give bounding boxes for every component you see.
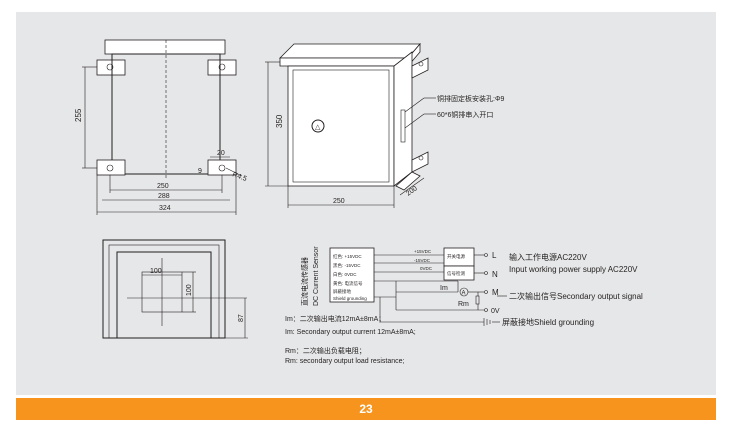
sensor-pin-3: 白色: 0VDC [333, 271, 357, 278]
front-dim-288: 288 [158, 193, 170, 200]
power-label-minus15: -15VDC [414, 258, 431, 263]
front-dim-hole: 9 [198, 168, 202, 175]
page-number: 23 [359, 402, 373, 416]
section-dim-bottom: 87 [238, 314, 245, 322]
power-label-plus15: +15VDC [414, 249, 432, 254]
terminal-0V: 0V [491, 308, 500, 315]
iso-label-busbar-entry: 60*6铜排串入开口 [437, 110, 493, 119]
front-dim-324: 324 [159, 205, 171, 212]
iso-dim-width: 250 [333, 198, 345, 205]
terminal-Rm: Rm [458, 301, 469, 308]
front-view: 255 20 9 R4.5 250 288 324 [74, 39, 248, 215]
iso-dim-height: 350 [275, 114, 284, 128]
sensor-pin-1: 红色: +15VDC [333, 253, 362, 259]
sensor-pin-5: 屏蔽接地 [333, 288, 351, 295]
legend-output-signal: 二次输出信号Secondary output signal [509, 291, 643, 301]
sensor-pin-2: 黑色: -15VDC [333, 262, 361, 269]
section-view: 100 100 87 [102, 239, 248, 339]
power-box1-text: 开关电源 [447, 253, 465, 260]
front-dim-height: 255 [74, 108, 83, 122]
sensor-shield-label: Shield grounding [333, 296, 367, 301]
sensor-title-cn: 直流电流传感器 [300, 257, 309, 306]
sensor-pin-4: 黄色: 电流信号 [333, 280, 363, 287]
wiring-diagram: 直流电流传感器 DC Current Sensor 红色: +15VDC 黑色:… [285, 246, 643, 365]
front-dim-250: 250 [157, 183, 169, 190]
terminal-A: A [462, 291, 466, 297]
power-box2-text: 信号检测 [447, 270, 465, 277]
note-4: Rm: secondary output load resistance; [285, 358, 405, 365]
legend-input-en: Input working power supply AC220V [509, 265, 638, 274]
note-3: Rm：二次输出负载电阻； [285, 346, 366, 355]
terminal-Im: Im [440, 285, 448, 292]
section-dim-window-h: 100 [186, 284, 193, 296]
legend-input-cn: 输入工作电源AC220V [509, 252, 587, 262]
iso-view: △ 350 250 200 铜排固定板安装孔:Φ9 60*6铜排串入开口 [265, 42, 505, 208]
section-dim-window-w: 100 [150, 268, 162, 275]
iso-label-mounting-hole: 铜排固定板安装孔:Φ9 [437, 94, 505, 103]
power-label-0v: 0VDC [420, 266, 433, 271]
front-dim-radius: R4.5 [231, 171, 247, 183]
note-2: Im: Secondary output current 12mA±8mA; [285, 329, 416, 336]
footer-bar: 23 [16, 398, 716, 420]
terminal-L: L [492, 251, 497, 260]
svg-text:△: △ [315, 124, 321, 131]
front-dim-slot: 20 [217, 150, 225, 157]
legend-shield: 屏蔽接地Shield grounding [502, 317, 594, 327]
note-1: Im：二次输出电流12mA±8mA； [285, 314, 385, 323]
terminal-M: M [492, 288, 499, 297]
terminal-N: N [492, 270, 498, 279]
sensor-title-en: DC Current Sensor [313, 246, 320, 306]
